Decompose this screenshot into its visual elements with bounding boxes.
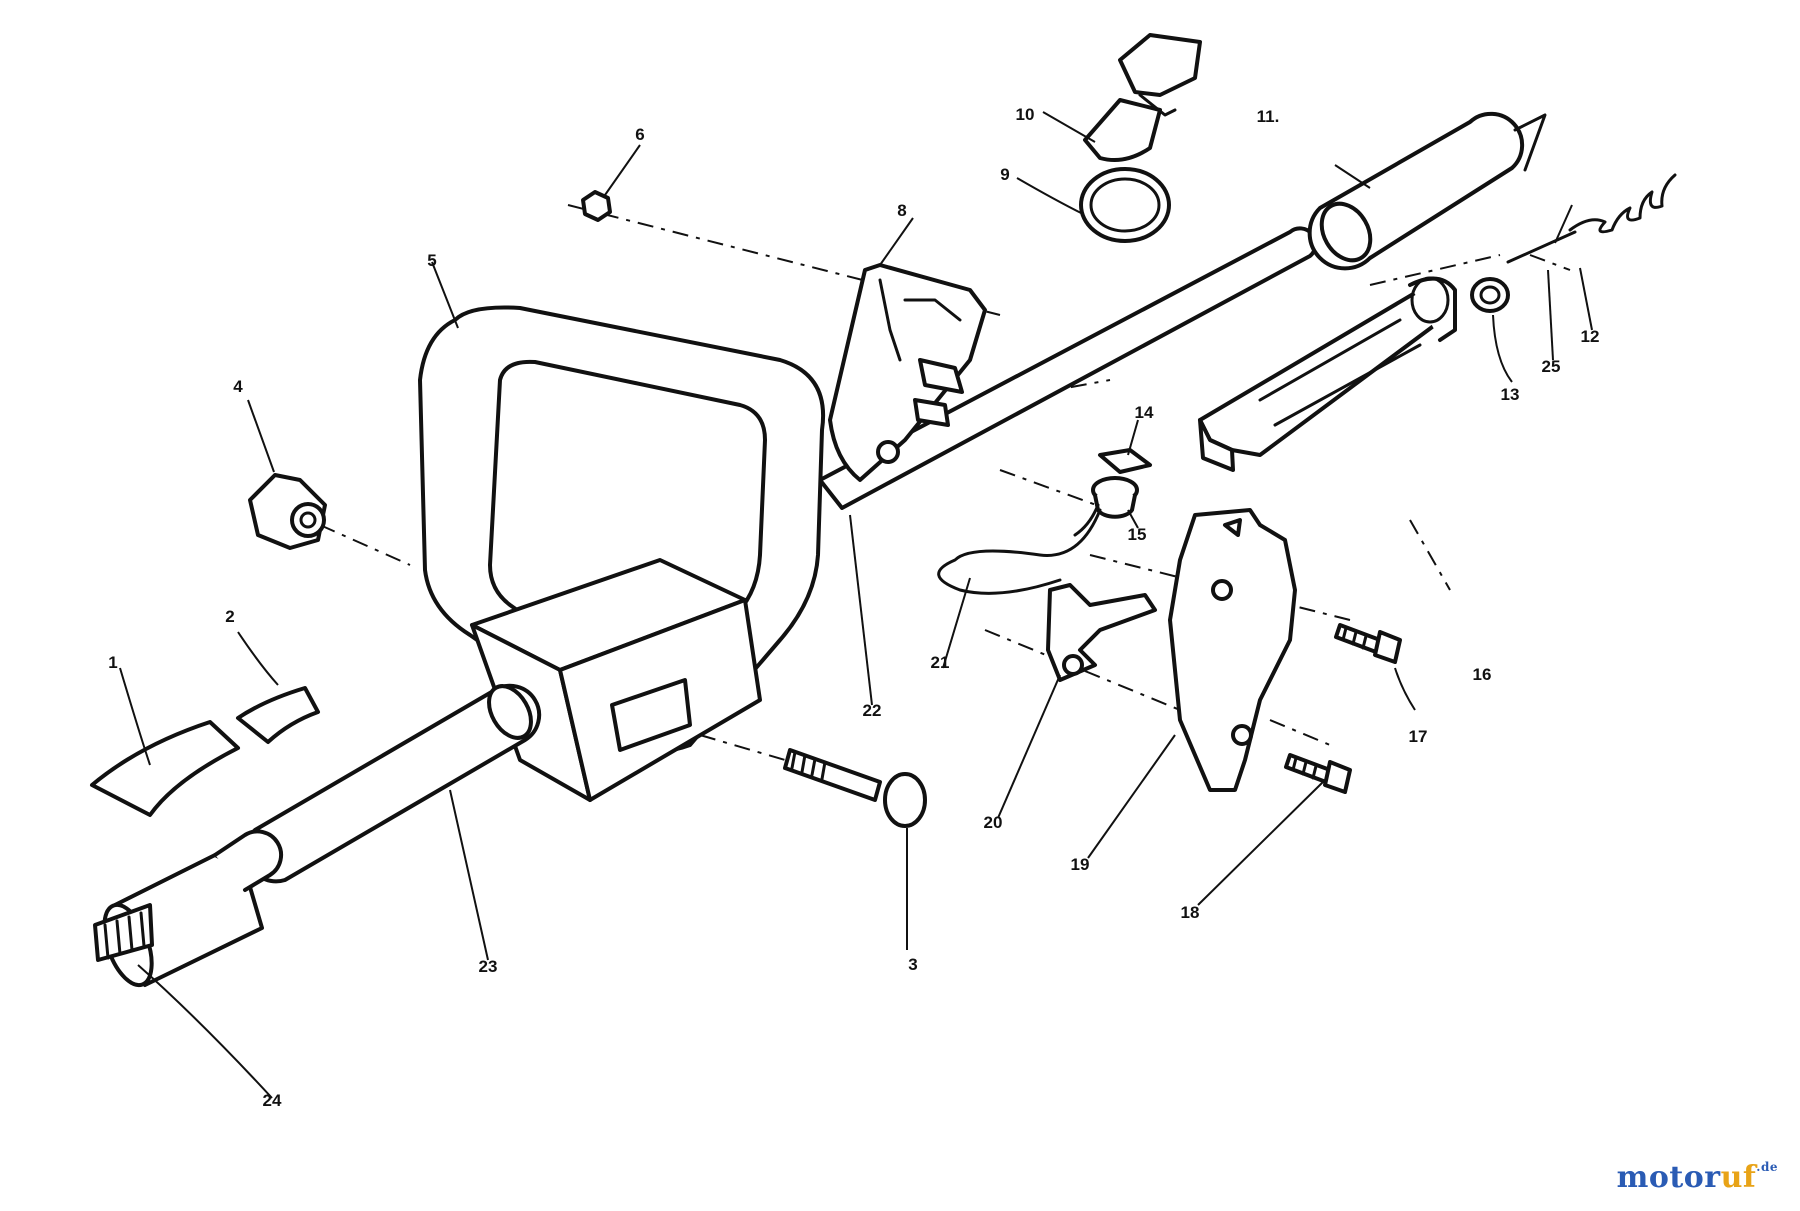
lower-shaft-tube: [244, 683, 542, 884]
strap-hook: [1083, 33, 1202, 162]
screw-18: [1284, 753, 1352, 794]
callout-10: 10: [1016, 105, 1035, 124]
split-ring: [1079, 167, 1171, 243]
callout-12: 12: [1581, 327, 1600, 346]
callout-14: 14: [1135, 403, 1154, 422]
callout-22: 22: [863, 701, 882, 720]
shaft-cover-half-2: [236, 686, 320, 744]
screw-17: [1334, 623, 1402, 664]
callout-20: 20: [984, 813, 1003, 832]
splined-shaft-end: [93, 903, 154, 962]
callout-3: 3: [908, 955, 917, 974]
stop-switch: [1091, 476, 1139, 519]
callout-13: 13: [1501, 385, 1520, 404]
callout-24: 24: [263, 1091, 282, 1110]
callout-15: 15: [1128, 525, 1147, 544]
callout-9: 9: [1000, 165, 1009, 184]
throttle-trigger: [1046, 583, 1157, 682]
wing-knob: [248, 473, 327, 550]
shaft-cover-half-1: [90, 720, 240, 817]
callout-6: 6: [635, 125, 644, 144]
callout-2: 2: [225, 607, 234, 626]
callout-25: 25: [1542, 357, 1561, 376]
foam-grip: [1307, 111, 1547, 271]
callout-labels: 1 2 3 4 5 6 8 9 10 11. 12 13 14 15 16 17…: [108, 105, 1599, 1110]
ground-wire: [937, 503, 1102, 595]
spring-rod: [1506, 230, 1577, 264]
watermark-main: motor: [1616, 1160, 1721, 1195]
watermark-accent: uf: [1720, 1160, 1757, 1195]
mounting-bracket: [828, 263, 987, 482]
throttle-channel: [1198, 276, 1457, 472]
callout-19: 19: [1071, 855, 1090, 874]
callout-1: 1: [108, 653, 117, 672]
callout-11: 11.: [1257, 107, 1280, 126]
watermark-tld: .de: [1756, 1160, 1778, 1174]
carriage-bolt: [783, 748, 927, 828]
callout-23: 23: [479, 957, 498, 976]
callout-18: 18: [1181, 903, 1200, 922]
drive-coupler: [102, 829, 284, 988]
housing-cover: [1168, 508, 1297, 792]
hex-nut-6: [581, 190, 612, 222]
callout-4: 4: [233, 377, 243, 396]
callout-5: 5: [427, 251, 436, 270]
spring: [1568, 173, 1677, 234]
callout-8: 8: [897, 201, 906, 220]
callout-21: 21: [931, 653, 950, 672]
leader-lines: [119, 111, 1593, 1099]
callout-16: 16: [1473, 665, 1492, 684]
switch-plate: [1098, 448, 1152, 474]
bushing: [1470, 277, 1510, 313]
callout-17: 17: [1409, 727, 1428, 746]
site-watermark: motoruf.de: [1617, 1160, 1778, 1195]
